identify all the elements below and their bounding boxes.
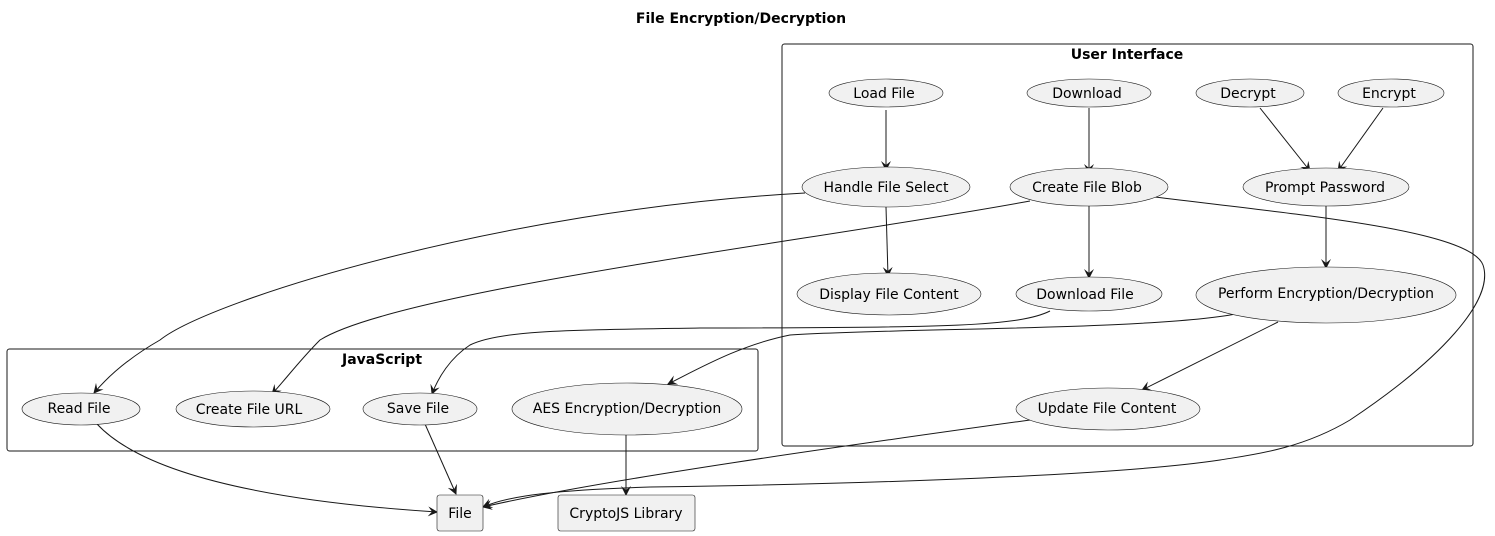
package-user-interface: User Interface: [781, 43, 1474, 447]
node-decrypt: Decrypt: [1195, 78, 1305, 108]
node-handle-file-select: Handle File Select: [801, 166, 971, 208]
edge-encrypt-to-prompt-password: [1337, 107, 1384, 172]
diagram-title: File Encryption/Decryption: [636, 11, 846, 27]
svg-text:Handle File Select: Handle File Select: [824, 180, 949, 196]
svg-text:Load File: Load File: [853, 86, 914, 102]
svg-text:AES Encryption/Decryption: AES Encryption/Decryption: [533, 401, 721, 417]
svg-text:File: File: [448, 506, 471, 522]
node-create-file-url: Create File URL: [175, 390, 331, 428]
node-save-file: Save File: [362, 392, 478, 426]
svg-text:Prompt Password: Prompt Password: [1265, 180, 1385, 196]
node-read-file: Read File: [21, 392, 141, 426]
node-cryptojs-library: CryptoJS Library: [557, 494, 696, 532]
svg-text:Read File: Read File: [47, 401, 110, 417]
node-download-file: Download File: [1015, 276, 1163, 312]
edge-read-file-to-file: [96, 423, 438, 517]
edge-create-file-blob-to-file: [482, 196, 1485, 508]
edge-handle-file-select-to-display-file-content: [882, 206, 893, 277]
node-file: File: [436, 494, 484, 532]
edge-perform-to-aes: [667, 313, 1237, 385]
package-javascript: JavaScript: [6, 348, 759, 452]
node-aes-encryption-decryption: AES Encryption/Decryption: [511, 382, 743, 436]
edge-download-file-to-save-file: [430, 310, 1051, 395]
package-javascript-label: JavaScript: [341, 352, 422, 368]
edges: [93, 107, 1485, 517]
svg-text:Decrypt: Decrypt: [1220, 86, 1276, 102]
node-display-file-content: Display File Content: [796, 272, 982, 316]
node-perform-encryption-decryption: Perform Encryption/Decryption: [1195, 266, 1457, 324]
edge-create-file-blob-to-create-file-url: [271, 200, 1031, 395]
node-encrypt: Encrypt: [1337, 78, 1445, 108]
node-create-file-blob: Create File Blob: [1009, 167, 1169, 207]
edge-update-file-content-to-file: [482, 419, 1031, 510]
edge-save-file-to-file: [424, 423, 457, 495]
node-load-file: Load File: [828, 78, 944, 108]
svg-text:Download File: Download File: [1036, 287, 1133, 303]
edge-decrypt-to-prompt-password: [1259, 107, 1311, 172]
package-user-interface-label: User Interface: [1071, 47, 1184, 63]
svg-text:Create File URL: Create File URL: [196, 402, 303, 418]
svg-text:Perform Encryption/Decryption: Perform Encryption/Decryption: [1218, 286, 1434, 302]
svg-text:Download: Download: [1052, 86, 1122, 102]
svg-text:CryptoJS Library: CryptoJS Library: [569, 506, 682, 522]
node-download: Download: [1026, 78, 1152, 108]
edge-handle-file-select-to-read-file: [93, 192, 806, 394]
svg-text:Update File Content: Update File Content: [1038, 401, 1177, 417]
svg-text:Save File: Save File: [387, 401, 449, 417]
node-prompt-password: Prompt Password: [1242, 167, 1410, 207]
svg-text:Create File Blob: Create File Blob: [1032, 180, 1142, 196]
svg-text:Encrypt: Encrypt: [1362, 86, 1416, 102]
svg-text:Display File Content: Display File Content: [819, 287, 959, 303]
edge-perform-to-update-file-content: [1141, 321, 1279, 391]
node-update-file-content: Update File Content: [1015, 387, 1201, 431]
